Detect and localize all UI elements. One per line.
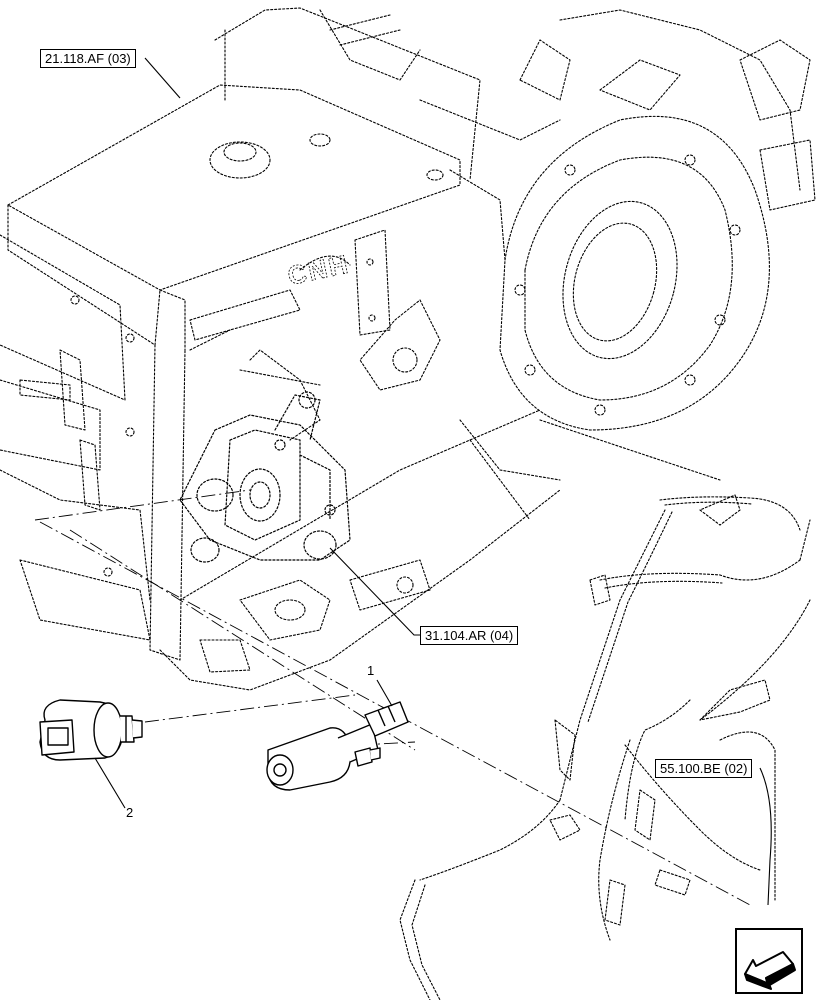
centerline-item-2 [144,694,356,723]
leader-item-2 [94,757,126,809]
reference-label-top[interactable]: 21.118.AF (03) [40,49,136,68]
reference-label-harness[interactable]: 55.100.BE (02) [655,759,753,778]
callout-item-2: 2 [126,805,134,820]
navigation-arrow-button[interactable] [735,928,803,994]
transmission-housing [0,7,816,691]
control-valve-block [179,391,351,563]
wiring-harness [399,494,811,1000]
solenoid-cartridge-item-1 [266,701,409,791]
reference-label-valve[interactable]: 31.104.AR (04) [420,626,519,645]
centerline-valve-axis [34,489,251,521]
leader-ref-top [144,57,181,99]
leader-ref-harness [759,767,772,906]
solenoid-cartridge-item-2 [39,699,143,761]
centerline-to-solenoid-2 [69,529,416,751]
casting-logo-text: CNH [285,249,352,291]
centerline-to-solenoid-1 [39,521,751,906]
arrow-down-left-icon [744,951,796,990]
flange-housing [449,115,770,481]
leader-ref-valve [329,547,420,636]
leader-item-1 [376,679,393,707]
callout-item-1: 1 [367,663,375,678]
